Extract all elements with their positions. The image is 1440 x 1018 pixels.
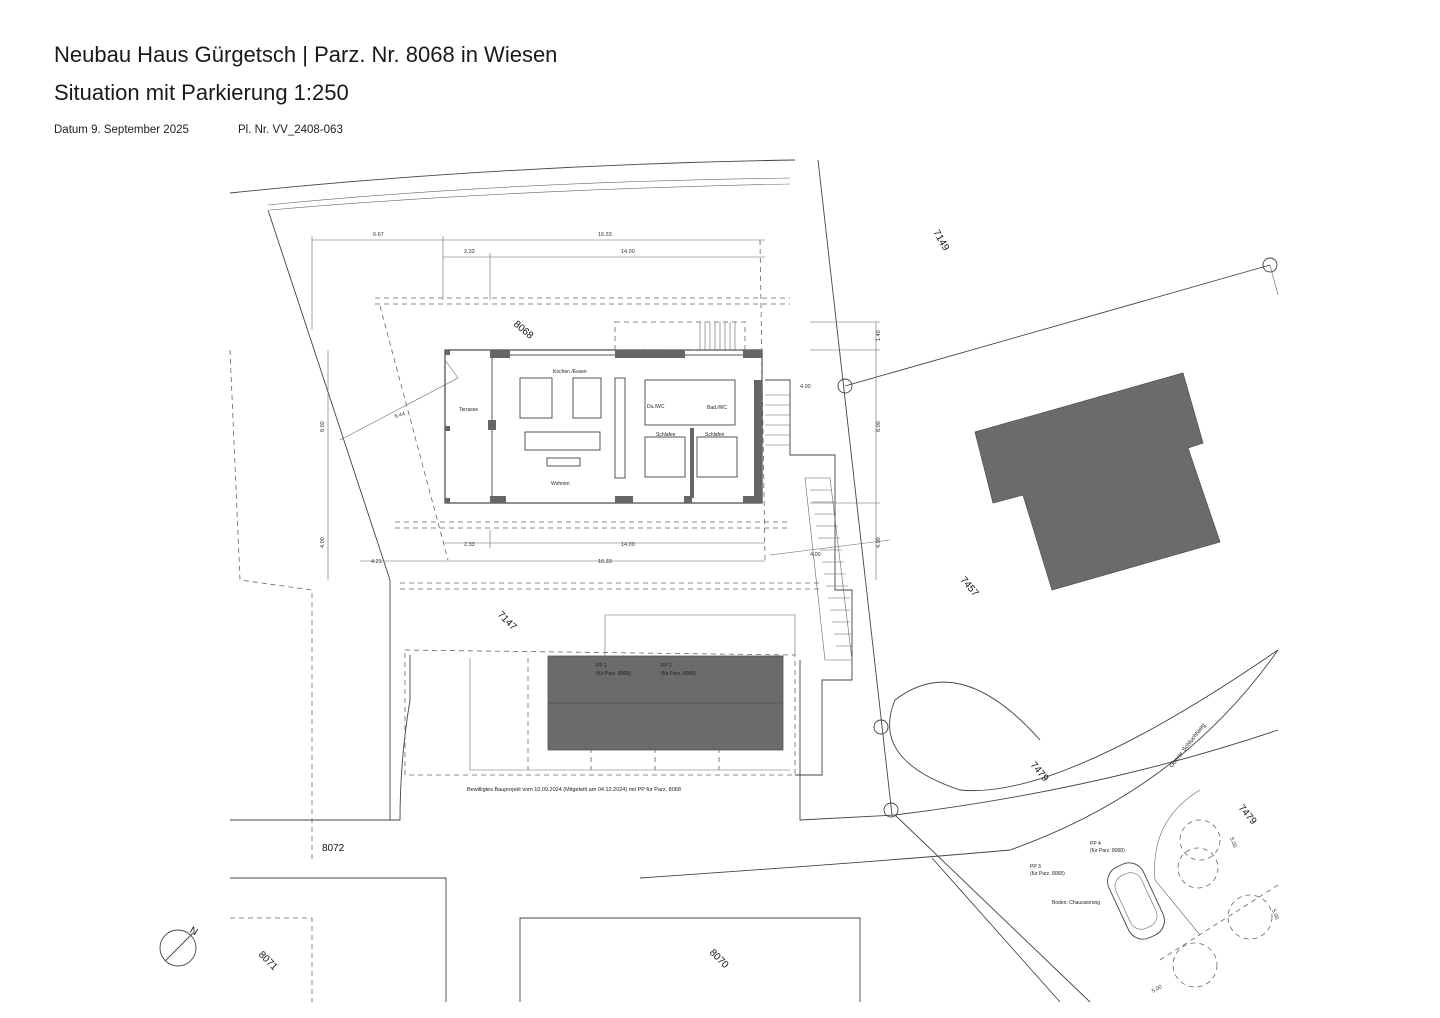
room-label-bedroom: Schlafen xyxy=(705,432,725,438)
parking-label: PP 4 xyxy=(1090,841,1101,847)
north-label: N xyxy=(188,925,200,938)
room-label-terrace: Terrasse xyxy=(459,407,478,413)
dim-label: 4.00 xyxy=(876,537,882,548)
room-label-shower: Du./WC xyxy=(647,404,665,410)
parking-label: (für Parz. 8068) xyxy=(596,671,631,677)
parcel-numbers: 7149 8068 7457 7147 7479 7479 8072 8071 … xyxy=(256,228,1259,973)
parcel-label: 7479 xyxy=(1028,760,1051,784)
parcel-boundaries xyxy=(229,159,1279,860)
parking-label: PP 3 xyxy=(1030,864,1041,870)
tree-icon xyxy=(1227,894,1273,940)
dim-label: 6.44 xyxy=(394,411,406,420)
room-label-bath: Bad./WC xyxy=(707,405,727,411)
dim-label: 2.33 xyxy=(464,249,475,255)
dim-label: 5.00 xyxy=(1228,837,1237,849)
parking-label: (für Parz. 8068) xyxy=(1090,848,1125,854)
north-arrow-icon: N xyxy=(159,925,200,967)
parking-label: PP 1 xyxy=(596,663,607,669)
plan-title: Neubau Haus Gürgetsch | Parz. Nr. 8068 i… xyxy=(54,42,558,67)
room-labels: Kochen /Essen Terrasse Wohnen Du./WC Bad… xyxy=(459,369,727,487)
room-label-bedroom: Schlafen xyxy=(656,432,676,438)
street-label: Oberer Schluchtweg xyxy=(1169,723,1207,770)
dimension-lines xyxy=(311,236,891,580)
roads xyxy=(230,649,1279,1003)
dim-label: 8.00 xyxy=(876,421,882,432)
dim-label: 8.00 xyxy=(320,421,326,432)
plan-subtitle: Situation mit Parkierung 1:250 xyxy=(54,80,349,105)
dimension-labels: 6.67 16.33 2.33 14.00 2.33 14.00 4.21 16… xyxy=(320,232,1279,995)
parking-labels: PP 1 (für Parz. 8068) PP 2 (für Parz. 80… xyxy=(467,663,1125,906)
parcel-label: 8070 xyxy=(707,947,731,971)
parking-label: PP 2 xyxy=(661,663,672,669)
tree-icon xyxy=(1179,819,1221,861)
surface-label: Boden: Chaussierung xyxy=(1052,900,1100,906)
dim-label: 4.00 xyxy=(320,537,326,548)
room-label-living: Wohnen xyxy=(551,481,570,487)
dim-label: 16.33 xyxy=(598,232,612,238)
tree-icon xyxy=(1177,847,1219,889)
parcel-label: 7457 xyxy=(958,575,981,599)
dim-label: 14.00 xyxy=(621,542,635,548)
dim-label: 6.67 xyxy=(373,232,384,238)
neighbour-building xyxy=(974,372,1221,591)
dim-label: 4.00 xyxy=(810,552,821,558)
dim-label: 5.00 xyxy=(1270,909,1279,921)
retaining-walls xyxy=(375,239,853,776)
approved-project-note: Bewilligtes Bauprojekt vom 10.09.2024 (M… xyxy=(467,787,681,793)
plan-number: Pl. Nr. VV_2408-063 xyxy=(238,124,343,136)
parcel-label: 7149 xyxy=(930,228,951,253)
house-plan xyxy=(339,321,763,504)
tree-icon xyxy=(1172,942,1218,988)
parcel-label: 7479 xyxy=(1236,803,1259,827)
parking-label: (für Parz. 8068) xyxy=(1030,871,1065,877)
garage xyxy=(404,614,796,776)
dim-label: 5.00 xyxy=(1151,984,1163,995)
car-icon xyxy=(1107,862,1165,940)
room-label-kitchen: Kochen /Essen xyxy=(553,369,587,375)
dim-label: 1.40 xyxy=(876,330,882,341)
parcel-label: 8068 xyxy=(511,319,535,342)
parcel-label: 8072 xyxy=(322,843,345,854)
outdoor-parking xyxy=(1107,789,1279,988)
dim-label: 2.33 xyxy=(464,542,475,548)
parcel-label: 7147 xyxy=(495,609,519,633)
dim-label: 4.21 xyxy=(371,559,382,565)
dim-label: 4.00 xyxy=(800,384,811,390)
dim-label: 16.33 xyxy=(598,559,612,565)
parking-label: (für Parz. 8068) xyxy=(661,671,696,677)
parcel-label: 8071 xyxy=(256,949,280,973)
dim-label: 14.00 xyxy=(621,249,635,255)
plan-date: Datum 9. September 2025 xyxy=(54,124,189,136)
